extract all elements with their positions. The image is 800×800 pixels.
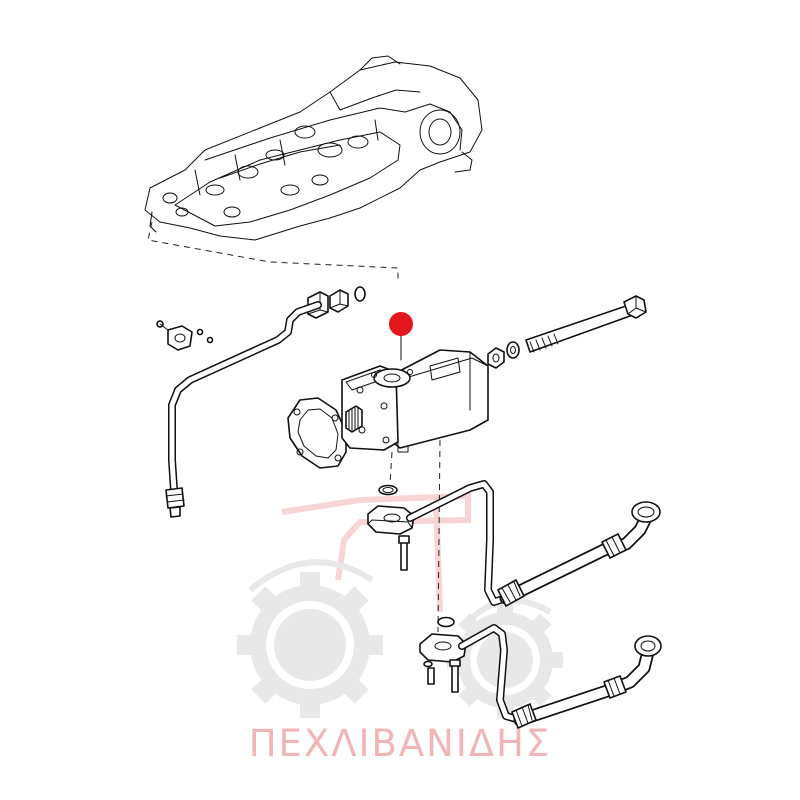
flexible-hose-lower xyxy=(511,635,662,729)
flange-bolt-lower-left xyxy=(427,667,435,685)
pipe-flange-lower xyxy=(419,633,467,663)
flange-oring-lower xyxy=(437,616,455,628)
hydraulic-pump xyxy=(341,349,489,453)
pump-gasket xyxy=(287,397,347,469)
suction-pipe xyxy=(165,301,322,518)
fitting-oring xyxy=(354,286,366,302)
leader-line-housing xyxy=(147,221,399,282)
transmission-housing xyxy=(144,55,483,241)
pipe-flange-upper xyxy=(367,505,415,535)
pressure-pipe-upper xyxy=(406,480,510,606)
bolt-washer xyxy=(506,341,520,359)
flexible-hose-upper xyxy=(497,501,661,607)
watermark-text: ΠΕΧΛΙΒΑΝΙΔΗΣ xyxy=(248,722,552,765)
pressure-pipe-lower xyxy=(458,624,524,724)
flange-washer-lower xyxy=(423,660,433,668)
gear-icon xyxy=(237,572,383,718)
flange-oring-upper xyxy=(378,484,398,496)
fitting-adapter xyxy=(329,289,349,313)
bolt-nut xyxy=(487,347,505,369)
pipe-clip xyxy=(156,320,214,351)
leader-line-pump-lower xyxy=(389,451,393,485)
through-bolt xyxy=(525,295,647,353)
flange-bolt-lower-right xyxy=(449,659,461,693)
part-marker-dot xyxy=(389,312,413,336)
flange-bolt-upper xyxy=(398,535,410,571)
